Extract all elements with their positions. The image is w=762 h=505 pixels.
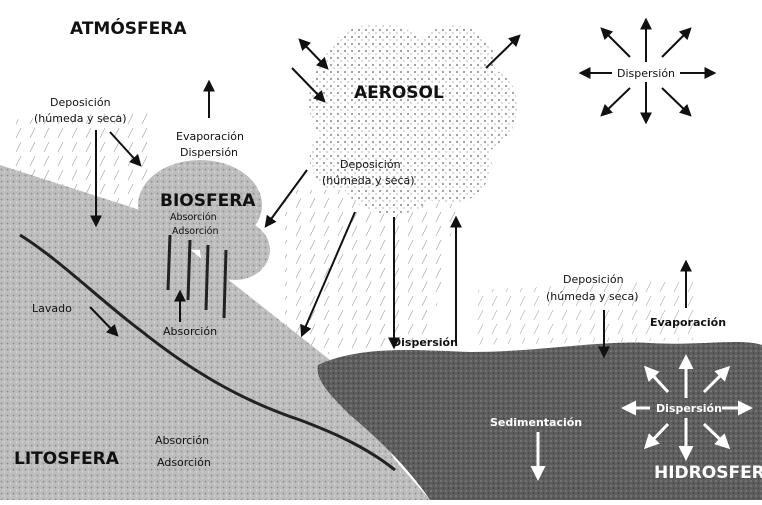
rain-hatch-center — [285, 190, 460, 360]
label-deposicion-left-2: (húmeda y seca) — [34, 112, 127, 125]
label-dispersion-water: Dispersión — [656, 402, 722, 415]
label-deposicion-right-2: (húmeda y seca) — [546, 290, 639, 303]
label-evaporacion-2: Dispersión — [180, 146, 238, 159]
label-absorcion-root: Absorción — [163, 325, 217, 338]
label-biosfera-absorcion: Absorción — [170, 212, 217, 223]
arrow-aerosol-in-1 — [300, 40, 327, 68]
label-deposicion-center-2: (húmeda y seca) — [322, 174, 415, 187]
label-aerosol: AEROSOL — [354, 83, 444, 103]
label-hidrosfera: HIDROSFERA — [654, 463, 762, 483]
label-evaporacion-1: Evaporación — [176, 130, 244, 143]
label-dispersion-center: Dispersión — [392, 336, 458, 349]
label-biosfera-adsorcion: Adsorción — [172, 226, 219, 237]
label-litosfera: LITOSFERA — [14, 449, 120, 469]
label-deposicion-right-1: Deposición — [563, 273, 624, 286]
label-evaporacion-right: Evaporación — [650, 316, 726, 329]
label-dispersion-top: Dispersión — [617, 67, 675, 80]
label-biosfera: BIOSFERA — [160, 191, 256, 211]
label-sedimentacion: Sedimentación — [490, 416, 582, 429]
label-deposicion-center-1: Deposición — [340, 158, 401, 171]
label-adsorcion-soil: Adsorción — [157, 456, 211, 469]
label-atmosfera: ATMÓSFERA — [70, 17, 187, 39]
label-lavado: Lavado — [32, 302, 72, 315]
label-deposicion-left-1: Deposición — [50, 96, 111, 109]
label-absorcion-soil: Absorción — [155, 434, 209, 447]
